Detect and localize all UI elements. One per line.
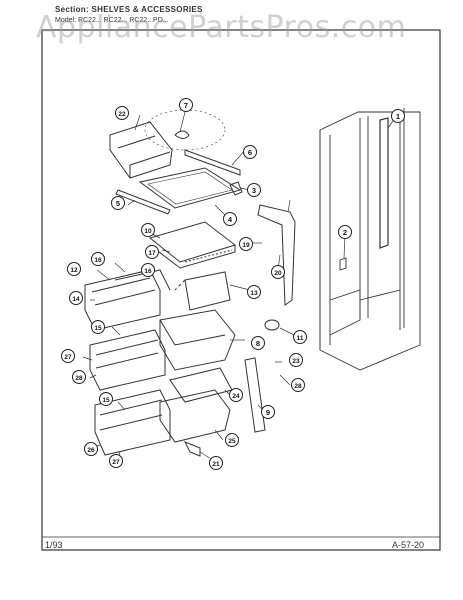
part-22-bracket: [109, 121, 173, 179]
callout-label: 24: [232, 393, 240, 400]
part-7-clip: [174, 130, 190, 139]
part-25-pan: [159, 389, 231, 443]
part-5-trim: [115, 189, 171, 215]
footer-page-code: A-57-20: [392, 540, 425, 550]
callout-13: 13: [247, 285, 261, 299]
part-8-crisper-pan: [159, 309, 236, 371]
leader-lines: [82, 107, 396, 463]
callout-9: 9: [261, 405, 275, 419]
part-13-bin: [184, 271, 231, 311]
callout-label: 6: [248, 148, 252, 157]
callout-11: 11: [293, 330, 307, 344]
callout-28b: 28: [291, 378, 305, 392]
callout-22: 22: [115, 106, 129, 120]
callout-5: 5: [111, 196, 125, 210]
part-11-roller: [264, 319, 280, 331]
watermark: AppliancePartsPros.com: [36, 10, 407, 45]
callout-label: 21: [212, 461, 220, 468]
callout-label: 16: [144, 268, 152, 275]
callout-label: 12: [70, 267, 78, 274]
callout-21: 21: [209, 456, 223, 470]
callout-6: 6: [243, 145, 257, 159]
part-3-clip: [229, 181, 243, 196]
callout-20: 20: [271, 265, 285, 279]
part-16-drawer-cover: [114, 269, 171, 291]
callout-label: 8: [256, 339, 260, 348]
callout-label: 15: [94, 325, 102, 332]
callout-label: 1: [396, 112, 400, 121]
callout-16a: 16: [91, 252, 105, 266]
callout-24: 24: [229, 388, 243, 402]
callout-label: 4: [228, 215, 233, 224]
callout-17: 17: [145, 245, 159, 259]
callout-8: 8: [251, 336, 265, 350]
section-title: Section: SHELVES & ACCESSORIES: [55, 5, 203, 14]
callout-label: 3: [252, 186, 256, 195]
part-4-glass-shelf: [138, 167, 242, 209]
part-17-shelf-frame: [149, 244, 236, 269]
callout-label: 27: [64, 354, 72, 361]
callout-16b: 16: [141, 263, 155, 277]
callout-label: 23: [292, 358, 300, 365]
footer-date: 1/93: [45, 540, 63, 550]
diagram-frame: [41, 29, 441, 551]
callout-15a: 15: [91, 320, 105, 334]
callout-23: 23: [289, 353, 303, 367]
callout-1: 1: [391, 109, 405, 123]
callout-label: 26: [87, 447, 95, 454]
callout-label: 28: [294, 383, 302, 390]
callout-markers: 1234567891011121314151516161719202122232…: [61, 98, 405, 470]
part-24-drawer: [169, 367, 233, 403]
callout-label: 25: [228, 438, 236, 445]
callout-2: 2: [338, 225, 352, 239]
callout-27b: 27: [109, 454, 123, 468]
callout-12: 12: [67, 262, 81, 276]
callout-26: 26: [84, 442, 98, 456]
callout-label: 9: [266, 408, 270, 417]
part-6-rod: [184, 149, 241, 176]
part-26-drawer-front-lower: [94, 389, 171, 456]
callout-label: 5: [116, 199, 120, 208]
callout-label: 19: [242, 242, 250, 249]
part-18-rail: [257, 204, 296, 306]
callout-27a: 27: [61, 349, 75, 363]
callout-14: 14: [69, 291, 83, 305]
callout-3: 3: [247, 183, 261, 197]
callout-label: 28: [75, 375, 83, 382]
model-numbers: Model: RC22... RC22... RC22...PD...: [55, 17, 169, 24]
callout-28a: 28: [72, 370, 86, 384]
part-21-bracket: [183, 441, 201, 457]
callout-label: 16: [94, 257, 102, 264]
callout-label: 17: [148, 250, 156, 257]
callout-label: 27: [112, 459, 120, 466]
callout-15b: 15: [99, 392, 113, 406]
callout-label: 2: [343, 228, 347, 237]
callout-7: 7: [179, 98, 193, 112]
cabinet-outline: [319, 108, 421, 371]
callout-label: 13: [250, 290, 258, 297]
part-9-slide: [244, 357, 266, 433]
callout-4: 4: [223, 212, 237, 226]
callout-label: 22: [118, 111, 126, 118]
callout-label: 14: [72, 296, 80, 303]
callout-25: 25: [225, 433, 239, 447]
callout-label: 7: [184, 101, 188, 110]
callout-label: 20: [274, 270, 282, 277]
callout-10: 10: [141, 223, 155, 237]
callout-label: 15: [102, 397, 110, 404]
callout-label: 11: [297, 335, 304, 342]
callout-label: 10: [144, 228, 152, 235]
part-27-drawer-front-upper: [89, 329, 166, 391]
callout-19: 19: [239, 237, 253, 251]
